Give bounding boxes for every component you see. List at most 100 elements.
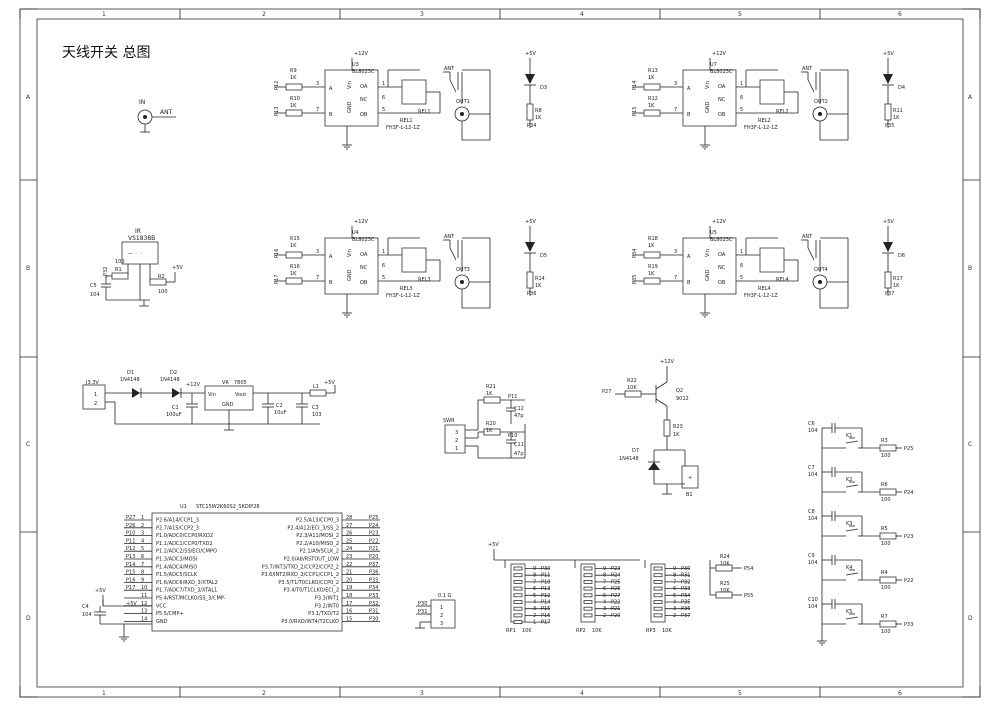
ruler-col-top: 3 [420,11,424,18]
prog-pin1: 1 [440,605,443,611]
ruler-col-bottom: 3 [420,690,424,697]
mcu-right-name: P2.2/A10/MISO_2 [296,541,339,547]
mcu-left-num: 13 [141,609,147,615]
r22-ref: R22 [627,378,637,384]
relay-ra-ref: R13 [648,68,658,74]
pack-net: P16 [541,613,550,619]
ruler-col-top: 5 [738,11,742,18]
packs-v5: +5V [488,542,499,548]
pack-pin-num: 9 [533,566,536,572]
swr-pin2: 2 [455,438,458,444]
key-resistor [879,444,897,452]
ir-part: VS1838B [128,235,155,242]
led-net: P34 [527,123,536,129]
mcu-c4-val: 104 [82,612,92,618]
pack-val: 10K [592,628,602,634]
mcu-left-num: 9 [141,577,144,583]
led-resistor [526,271,534,289]
led-vcc: +5V [525,51,536,57]
key-c-val: 104 [808,516,818,522]
relay-coil-ref: REL3 [418,277,431,283]
c12-val: 47p [514,413,524,419]
swr-ref: SWR [443,418,455,424]
mcu-right-name: P3.0/RXD/INT4/T2CLKO [281,619,339,625]
chip-pin-6: 6 [740,95,743,101]
relay-pb-net: P17 [274,275,280,284]
swr-p10: P10 [508,433,517,439]
relay-pa-net: P14 [632,81,638,90]
chip-pin-nc: NC [718,97,726,103]
key-net: P23 [904,534,913,540]
pack-net: P26 [611,586,620,592]
mcu-right-num: 17 [346,601,352,607]
pack-pin-num: 4 [673,600,676,606]
mcu-right-name: P2.5/A13/CCP0_3 [296,518,339,524]
relay-chip-vcc: +12V [354,51,369,57]
relay-ant: ANT [444,66,455,72]
relay-rb-ref: R12 [648,96,658,102]
mcu-right-name: P3.1/TXD/T2 [308,611,339,617]
mcu-left-net: P10 [126,531,135,537]
chip-pin-ob: OB [360,280,368,286]
relay-model: FH3F-L-12-1Z [386,293,420,299]
key-resistor [879,620,897,628]
buzzer-p27: P27 [602,389,611,395]
relay-coil [759,79,785,105]
r24-net: P54 [744,566,753,572]
ruler-row-right: D [968,615,973,622]
led-icon [525,74,535,84]
c11-val: 47p [514,451,524,457]
pack-pin-num: 3 [533,606,536,612]
vr-vin: Vin [208,392,216,398]
chip-pin-vin: Vin [347,81,353,89]
antenna-net: ANT [160,109,173,116]
chip-pin-gnd: GND [347,101,353,113]
led-r-ref: R11 [893,108,903,114]
mcu-right-name: P2.0/A8/RSTOUT_LOW [284,557,339,563]
mcu-left-net: P17 [126,585,135,591]
key-r-val: 100 [881,585,891,591]
relay-block-2: R131KP14R121KP15U7BL8023C+12VABOANCOBVin… [632,51,905,150]
chip-pin-vin: Vin [705,249,711,257]
prog-connector: 0.1 G 1 2 3 P30 P31 [415,593,456,629]
mcu-left-name: P2.7/A15/CCP2_3 [156,525,199,531]
pwr-pin1: 1 [94,392,97,398]
relay-rb-ref: R19 [648,264,658,270]
pack-pin-num: 7 [603,579,606,585]
r25-ref: R25 [720,581,730,587]
key-resistor [879,488,897,496]
buzzer-driver: +12V P27 R22 10K Q2 9012 R23 1K D7 1N414… [602,359,699,498]
led-r-val: 1K [535,283,542,289]
c11-ref: C11 [514,442,524,448]
pack-net: P22 [611,600,620,606]
led-vcc: +5V [883,219,894,225]
key-switch-ref: K4 [846,565,852,571]
chip-pin-nc: NC [718,265,726,271]
ir-receiver: — ◦ ◦ IR VS1838B R1 100 R2 100 +5V C5 10… [90,228,183,307]
r20-val: 1K [486,428,493,434]
chip-pin-a: A [687,254,691,260]
mcu-left-name: P5.4/RST/MCLKO/SS_3/CMP- [156,596,226,602]
ruler-col-bottom: 1 [102,690,106,697]
chip-pin-oa: OA [360,84,368,90]
pack-net: P20 [611,613,620,619]
d7-ref: D7 [632,448,639,454]
sheet-title: 天线开关 总图 [62,45,150,61]
chip-pin-b: B [687,112,691,118]
relay-chip-vcc: +12V [712,51,727,57]
pack-net: P13 [541,586,550,592]
pack-pin-num: 3 [673,606,676,612]
r20-ref: R20 [486,421,496,427]
pack-pin-num: 4 [533,600,536,606]
mcu-left-net: P27 [126,515,135,521]
relay-coil-ref: REL2 [776,109,789,115]
pack-pin-num: 2 [603,613,606,619]
vr-gnd: GND [222,402,234,408]
mcu-right-name: P3.7/INT3/TXD_2/CCP2/CCP2_2 [262,564,339,570]
pack-net: P23 [611,566,620,572]
mcu-right-net: P36 [369,570,378,576]
